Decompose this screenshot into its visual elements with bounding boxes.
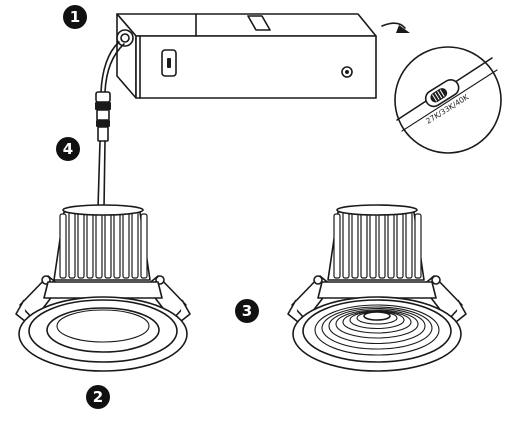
callout-1: 1 <box>63 5 87 29</box>
callout-4-label: 4 <box>63 140 73 158</box>
downlight-with-trim <box>15 204 191 372</box>
callout-3: 3 <box>235 299 259 323</box>
downlight-baffle-trim <box>287 204 467 372</box>
callout-3-label: 3 <box>242 302 252 320</box>
rotate-arrow-icon <box>381 22 410 33</box>
callout-2: 2 <box>86 385 110 409</box>
callout-1-label: 1 <box>70 8 80 26</box>
callout-4: 4 <box>56 137 80 161</box>
power-cable <box>95 41 125 209</box>
junction-box <box>116 13 377 99</box>
cct-switch-detail: 27K/33K/40K <box>394 46 502 154</box>
callout-2-label: 2 <box>93 388 103 406</box>
